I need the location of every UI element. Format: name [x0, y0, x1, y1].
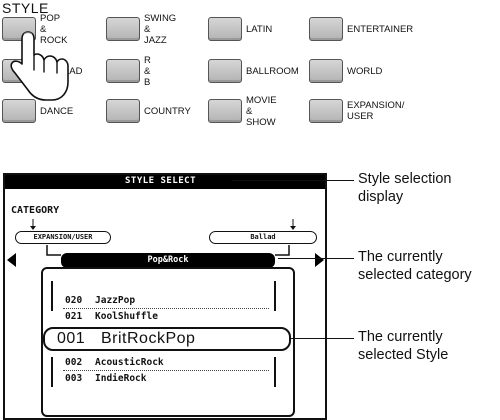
button-label: POP & ROCK [40, 12, 68, 46]
button-key[interactable] [208, 99, 242, 123]
callout-style: The currently selected Style [358, 329, 449, 363]
next-category-pill: Ballad [209, 231, 317, 244]
style-select-display: STYLE SELECT CATEGORY EXPANSION/USER Bal… [3, 173, 327, 420]
style-name: IndieRock [95, 373, 147, 384]
style-name: AcousticRock [95, 357, 164, 368]
button-key[interactable] [208, 59, 242, 83]
next-category-pointer-icon [290, 219, 296, 230]
row-divider [63, 308, 269, 309]
list-scrollbar-left [51, 357, 53, 387]
style-heading: STYLE [2, 0, 49, 16]
button-label: SWING & JAZZ [144, 12, 177, 46]
callout-display: Style selection display [358, 171, 452, 205]
callout-category: The currently selected category [358, 249, 472, 283]
list-item[interactable]: 020 JazzPop [65, 295, 135, 306]
selected-style[interactable]: 001 BritRockPop [43, 327, 291, 351]
button-key[interactable] [208, 17, 242, 41]
callout-line-display [232, 180, 354, 181]
list-scrollbar-left [51, 281, 53, 311]
button-key[interactable] [106, 99, 140, 123]
button-key[interactable] [106, 17, 140, 41]
style-name: JazzPop [95, 295, 136, 306]
category-left-arrow-icon[interactable] [7, 253, 16, 267]
list-item[interactable]: 021 KoolShuffle [65, 311, 158, 322]
button-label: WORLD [347, 65, 383, 77]
button-key[interactable] [2, 99, 36, 123]
pressing-hand-icon [10, 31, 69, 101]
category-right-arrow-icon[interactable] [315, 253, 324, 267]
button-label: EXPANSION/ USER [347, 100, 405, 122]
list-item[interactable]: 003 IndieRock [65, 373, 146, 384]
style-name: BritRockPop [101, 330, 196, 347]
list-scrollbar-right [274, 357, 276, 387]
selected-category-bar: Pop&Rock [61, 253, 275, 268]
category-bracket [46, 245, 290, 256]
prev-category-pointer-icon [30, 219, 36, 230]
button-label: LAD [64, 65, 83, 77]
button-key[interactable] [106, 59, 140, 83]
display-title: STYLE SELECT [125, 176, 197, 186]
style-number: 001 [57, 330, 86, 347]
callout-line-category [278, 258, 354, 259]
list-scrollbar-right [274, 281, 276, 311]
category-label: CATEGORY [11, 205, 60, 216]
style-number: 003 [65, 373, 83, 384]
row-divider [63, 370, 269, 371]
button-key[interactable] [309, 59, 343, 83]
callout-line-style [290, 338, 354, 339]
button-label: MOVIE & SHOW [246, 94, 277, 128]
style-number: 021 [65, 311, 83, 322]
button-label: LATIN [246, 23, 273, 35]
display-title-bar: STYLE SELECT [5, 175, 325, 189]
style-number: 002 [65, 357, 83, 368]
button-label: DANCE [40, 105, 74, 117]
button-label: ENTERTAINER [347, 23, 414, 35]
style-list [41, 267, 295, 417]
style-name: KoolShuffle [95, 311, 158, 322]
button-key[interactable] [309, 99, 343, 123]
list-item[interactable]: 002 AcousticRock [65, 357, 164, 368]
prev-category-pill: EXPANSION/USER [15, 231, 111, 244]
button-key[interactable] [309, 17, 343, 41]
button-label: BALLROOM [246, 65, 299, 77]
button-label: COUNTRY [144, 105, 191, 117]
button-label: R & B [144, 54, 151, 88]
style-number: 020 [65, 295, 83, 306]
